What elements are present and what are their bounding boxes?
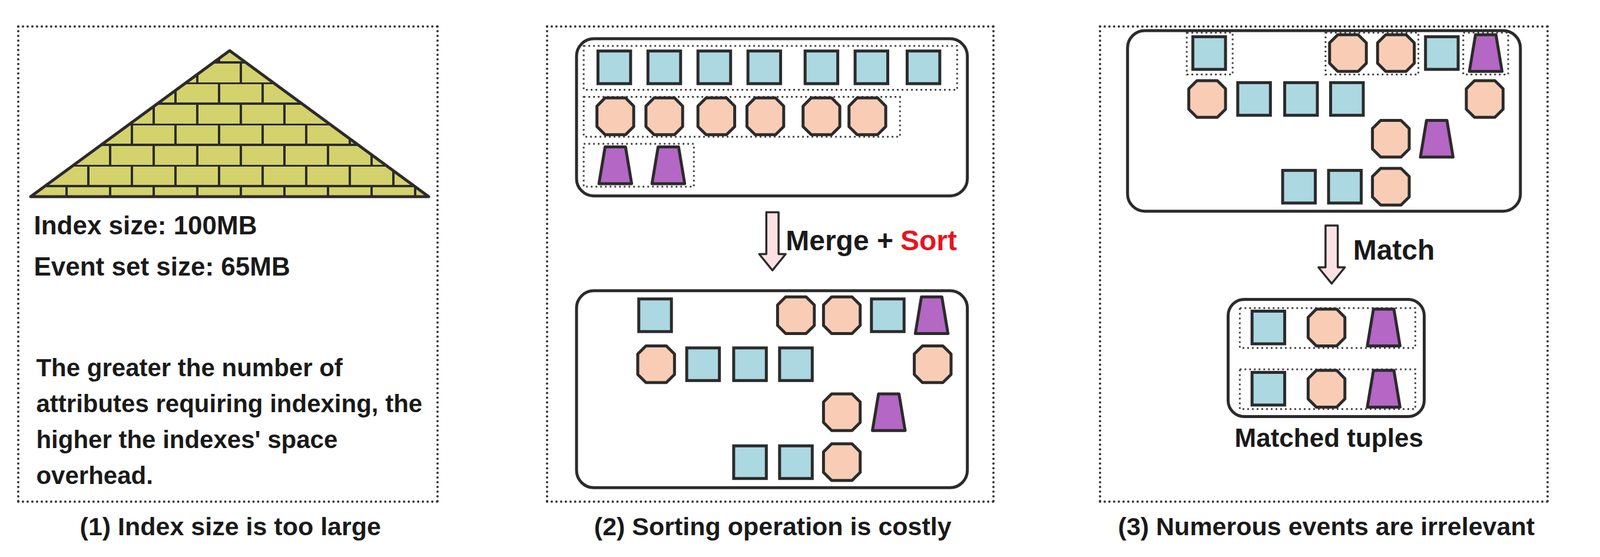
problem-panel: Matched tuples(3) Numerous events are ir… <box>1098 25 1549 503</box>
event-square <box>1193 36 1226 69</box>
event-square <box>1330 82 1364 115</box>
event-octagon <box>1372 168 1410 205</box>
event-square <box>697 51 731 84</box>
event-trapezoid <box>1420 120 1454 158</box>
event-octagon <box>1307 309 1345 346</box>
event-octagon <box>849 97 886 135</box>
event-square <box>805 51 838 84</box>
event-set-box <box>576 38 968 197</box>
step-label: Merge +Sort <box>785 224 957 258</box>
event-square <box>779 348 813 381</box>
event-octagon <box>1377 34 1414 72</box>
event-trapezoid <box>1367 309 1401 346</box>
event-square <box>1237 82 1271 115</box>
panel-caption: (1) Index size is too large <box>0 511 477 542</box>
event-square <box>733 445 767 479</box>
event-octagon <box>803 97 840 135</box>
event-square <box>871 299 904 332</box>
event-trapezoid <box>872 393 906 431</box>
event-octagon <box>823 296 860 334</box>
problem-panel: (2) Sorting operation is costly <box>545 25 995 503</box>
result-label: Matched tuples <box>1206 423 1453 453</box>
event-octagon <box>1466 80 1503 118</box>
event-square <box>597 51 631 84</box>
event-set-box <box>1127 30 1521 212</box>
event-square <box>1425 36 1459 69</box>
problem-panel: Index size: 100MB Event set size: 65MB The… <box>17 25 439 503</box>
event-octagon <box>1307 370 1345 407</box>
event-square <box>1251 310 1285 344</box>
event-set-box <box>576 290 968 488</box>
event-square <box>638 299 672 332</box>
group-outline <box>1239 369 1416 410</box>
pyramid <box>23 47 436 201</box>
group-outline <box>583 97 900 138</box>
event-square <box>906 51 940 84</box>
group-outline <box>583 143 694 187</box>
event-trapezoid <box>1469 34 1503 72</box>
stat-text: Event set size: 65MB <box>33 251 290 283</box>
panel-caption: (3) Numerous events are irrelevant <box>1065 511 1587 542</box>
event-octagon <box>914 345 952 383</box>
event-square <box>1251 372 1285 405</box>
event-octagon <box>697 97 735 135</box>
event-trapezoid <box>1367 370 1401 407</box>
event-octagon <box>646 97 683 135</box>
event-octagon <box>746 97 784 135</box>
group-outline <box>583 45 957 91</box>
event-square <box>1328 170 1361 203</box>
step-label: Match <box>1353 233 1436 267</box>
group-outline <box>1186 32 1233 75</box>
event-octagon <box>1329 34 1367 72</box>
step-label: Merge + <box>785 224 894 257</box>
emphasis-label: Sort <box>900 224 957 257</box>
event-square <box>779 445 813 479</box>
event-square <box>647 51 681 84</box>
event-trapezoid <box>915 296 949 334</box>
group-outline <box>1325 32 1419 75</box>
event-octagon <box>1372 120 1410 158</box>
event-octagon <box>777 296 814 334</box>
event-octagon <box>1188 80 1226 118</box>
event-trapezoid <box>651 147 685 184</box>
event-square <box>1284 82 1318 115</box>
stat-text: Index size: 100MB <box>33 210 257 241</box>
flow-arrow <box>759 211 786 271</box>
event-octagon <box>823 393 860 431</box>
event-octagon <box>597 97 634 135</box>
event-square <box>747 51 781 84</box>
event-square <box>686 348 720 381</box>
group-outline <box>1463 32 1509 75</box>
note-text: The greater the number of attributes req… <box>35 350 432 495</box>
event-square <box>855 51 888 84</box>
panel-caption: (2) Sorting operation is costly <box>512 511 1033 542</box>
event-square <box>1282 170 1315 203</box>
event-square <box>733 348 767 381</box>
group-outline <box>1239 307 1416 349</box>
flow-arrow <box>1318 225 1346 284</box>
result-box: Matched tuples <box>1226 297 1426 419</box>
event-octagon <box>823 444 860 481</box>
event-trapezoid <box>598 147 632 184</box>
event-octagon <box>637 345 675 383</box>
